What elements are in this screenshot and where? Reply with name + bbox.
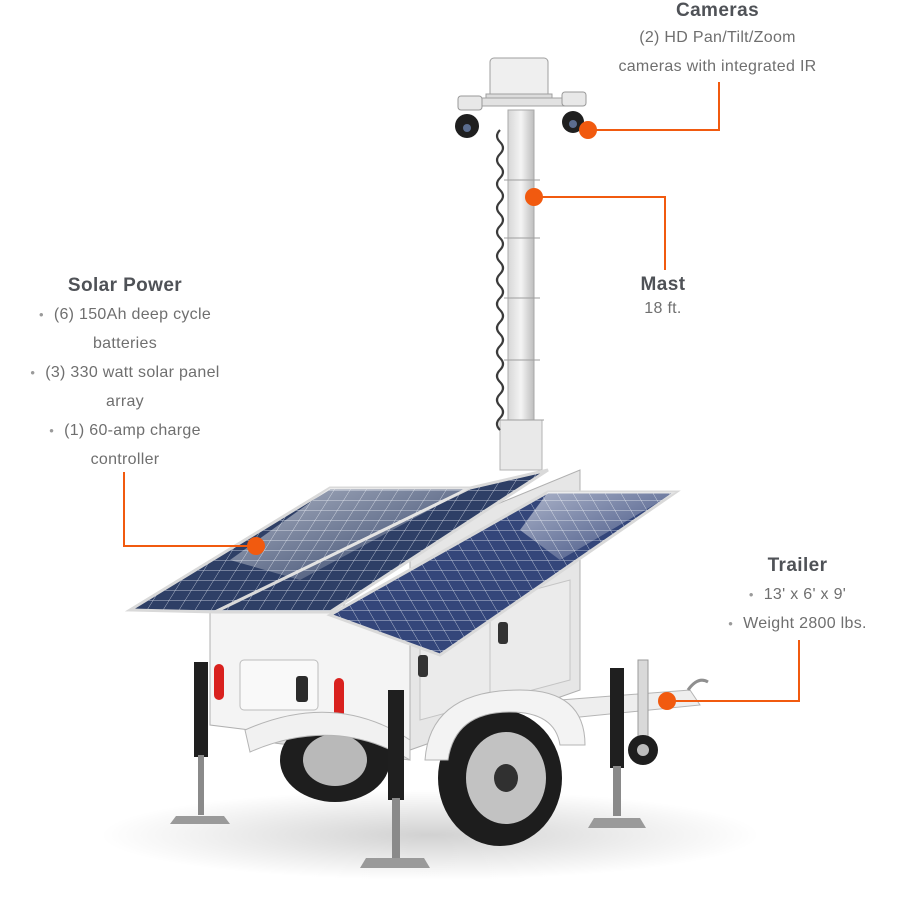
marker-cameras-dot [579, 121, 597, 139]
callout-mast: Mast 18 ft. [603, 272, 723, 320]
trailer-tongue [559, 659, 709, 765]
leader-solar [123, 472, 256, 547]
callout-leaders [123, 82, 800, 702]
marker-trailer-dot [658, 692, 676, 710]
trailer-dimensions: 13' x 6' x 9' [749, 586, 846, 603]
mast-title: Mast [640, 274, 686, 295]
cameras-line-1: (2) HD Pan/Tilt/Zoom [639, 29, 796, 46]
cameras-line-2: cameras with integrated IR [618, 58, 817, 75]
list-item: 13' x 6' x 9' [700, 580, 895, 609]
stabilizer-jacks [170, 662, 646, 868]
mast [495, 109, 544, 471]
solar-spec-list: (6) 150Ah deep cycle batteries (3) 330 wa… [0, 300, 250, 474]
trailer-title: Trailer [767, 555, 828, 576]
solar-item-3-first: (1) 60-amp charge [49, 422, 201, 439]
callout-cameras: Cameras (2) HD Pan/Tilt/Zoom cameras wit… [585, 0, 850, 81]
callout-markers [247, 121, 676, 710]
list-item: (6) 150Ah deep cycle batteries [0, 300, 250, 358]
trailer-spec-list: 13' x 6' x 9' Weight 2800 lbs. [700, 580, 895, 638]
list-item: (1) 60-amp charge controller [0, 416, 250, 474]
trailer-weight: Weight 2800 lbs. [728, 615, 867, 632]
coiled-cable [495, 129, 505, 431]
solar-item-3-rest: controller [90, 451, 160, 468]
leader-mast [534, 196, 666, 270]
leader-cameras [588, 82, 720, 131]
list-item: (3) 330 watt solar panel array [0, 358, 250, 416]
callout-trailer: Trailer 13' x 6' x 9' Weight 2800 lbs. [700, 552, 895, 638]
callout-solar-power: Solar Power (6) 150Ah deep cycle batterie… [0, 272, 250, 474]
ptz-camera-right-icon [561, 91, 587, 133]
solar-item-2-first: (3) 330 watt solar panel [30, 364, 219, 381]
mast-value: 18 ft. [644, 300, 682, 317]
solar-panel-array [124, 468, 681, 657]
marker-solar-dot [247, 537, 265, 555]
ptz-camera-left-icon [455, 95, 483, 138]
ground-shadow [100, 790, 760, 880]
solar-item-1-rest: batteries [92, 335, 158, 352]
camera-head [455, 57, 587, 138]
solar-item-1-first: (6) 150Ah deep cycle [39, 306, 211, 323]
list-item: Weight 2800 lbs. [700, 609, 895, 638]
solar-item-2-rest: array [106, 393, 144, 410]
cameras-title: Cameras [675, 0, 760, 21]
marker-mast-dot [525, 188, 543, 206]
wheel-rear [244, 711, 411, 802]
solar-title: Solar Power [67, 275, 183, 296]
leader-trailer [667, 640, 800, 702]
wheel-front [424, 689, 586, 846]
